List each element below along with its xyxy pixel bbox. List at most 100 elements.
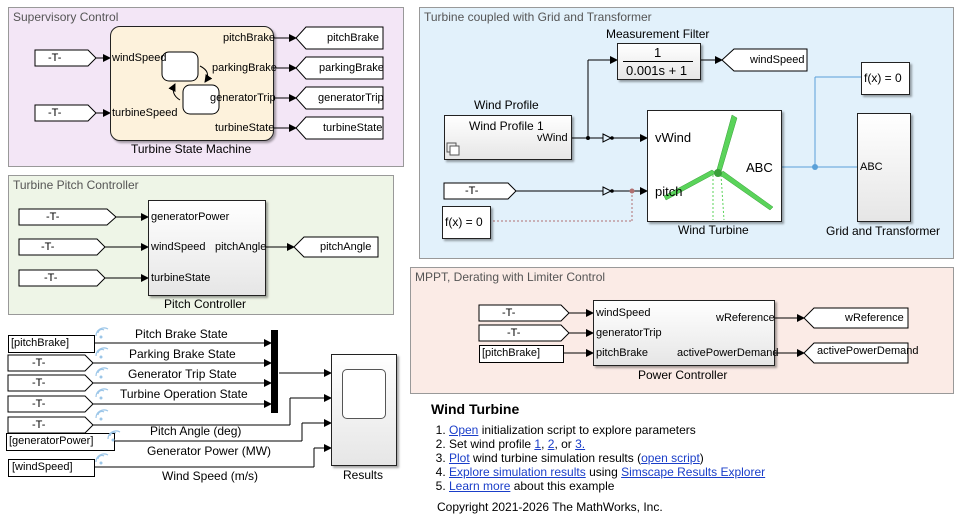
goto-windspeed-filter[interactable]: windSpeed — [750, 54, 805, 66]
grid-caption: Grid and Transformer — [826, 224, 941, 238]
wind-turbine-block[interactable] — [647, 110, 782, 222]
pc-input-windspeed: windSpeed — [151, 241, 206, 253]
from-windspeed-results[interactable] — [8, 459, 95, 477]
from-tag-turbinestate-pc[interactable]: -T- — [44, 272, 58, 284]
from-pitchbrake-results-label: [pitchBrake] — [11, 337, 70, 349]
goto-turbinestate[interactable]: turbineState — [323, 122, 383, 134]
pwc-output-activepowerdemand: activePowerDemand — [677, 347, 779, 359]
open-script-link[interactable]: open script — [641, 451, 700, 465]
mppt-area-title: MPPT, Derating with Limiter Control — [415, 270, 606, 284]
from-tag-windspeed-sm[interactable]: -T- — [48, 52, 62, 64]
goto-pitchbrake[interactable]: pitchBrake — [327, 32, 379, 44]
info-item-5: Learn more about this example — [449, 479, 811, 493]
turbine-caption: Wind Turbine — [678, 223, 749, 237]
filter-numerator: 1 — [654, 45, 662, 60]
sm-output-parkingbrake: parkingBrake — [212, 62, 277, 74]
sm-caption: Turbine State Machine — [131, 142, 252, 156]
plot-link[interactable]: Plot — [449, 451, 470, 465]
sm-input-turbinespeed: turbineSpeed — [112, 107, 178, 119]
from-generatorpower-results-label: [generatorPower] — [9, 435, 94, 447]
filter-denominator: 0.001s + 1 — [626, 63, 688, 78]
pitch-area-title: Turbine Pitch Controller — [13, 178, 139, 192]
fx-block-left[interactable] — [442, 206, 491, 239]
filter-title: Measurement Filter — [606, 27, 710, 41]
signal-generator-trip-state: Generator Trip State — [128, 367, 237, 381]
fx-block-right[interactable] — [861, 62, 910, 95]
pitch-controller-block[interactable] — [148, 200, 266, 296]
from-pitchbrake-mppt-label: [pitchBrake] — [482, 347, 541, 359]
signal-pitch-angle: Pitch Angle (deg) — [150, 424, 242, 438]
from-pitchbrake-mppt[interactable] — [479, 345, 564, 363]
from-tag-turbinespeed-sm[interactable]: -T- — [48, 107, 62, 119]
wind-profile-1-link[interactable]: 1 — [534, 437, 542, 451]
grid-transformer-block[interactable] — [857, 113, 911, 222]
from-tag-results-2[interactable]: -T- — [32, 377, 46, 389]
scope-screen-icon — [342, 369, 386, 419]
from-tag-windspeed-pc[interactable]: -T- — [41, 241, 55, 253]
info-title: Wind Turbine — [431, 401, 520, 417]
turbine-port-abc: ABC — [746, 160, 773, 175]
fx-left-label: f(x) = 0 — [445, 215, 483, 229]
explore-results-link[interactable]: Explore simulation results — [449, 465, 586, 479]
fx-right-label: f(x) = 0 — [864, 71, 902, 85]
learn-more-link[interactable]: Learn more — [449, 479, 511, 493]
wind-profile-block[interactable] — [444, 115, 572, 160]
turbine-area-title: Turbine coupled with Grid and Transforme… — [424, 10, 652, 24]
info-item-2: Set wind profile 1, 2, or 3. — [449, 437, 811, 451]
goto-activepowerdemand[interactable]: activePowerDemand — [817, 345, 919, 357]
signal-pitch-brake-state: Pitch Brake State — [135, 327, 228, 341]
pc-output-pitchangle: pitchAngle — [215, 241, 267, 253]
filter-fraction-bar — [623, 61, 693, 62]
pc-caption: Pitch Controller — [164, 297, 247, 311]
wind-profile-3-link[interactable]: 3. — [575, 437, 586, 451]
grid-port-abc: ABC — [860, 161, 883, 173]
wind-profile-port-vwind: vWind — [537, 132, 568, 144]
goto-parkingbrake[interactable]: parkingBrake — [319, 62, 384, 74]
pwc-input-generatortrip: generatorTrip — [596, 327, 662, 339]
turbine-port-vwind: vWind — [655, 130, 692, 145]
turbine-port-pitch: pitch — [655, 184, 683, 199]
pwc-input-pitchbrake: pitchBrake — [596, 347, 648, 359]
from-tag-results-4[interactable]: -T- — [32, 419, 46, 431]
wind-profile-2-link[interactable]: 2 — [547, 437, 555, 451]
goto-wreference[interactable]: wReference — [845, 312, 904, 324]
results-explorer-link[interactable]: Simscape Results Explorer — [621, 465, 766, 479]
from-tag-results-1[interactable]: -T- — [32, 357, 46, 369]
signal-parking-brake-state: Parking Brake State — [129, 347, 236, 361]
open-link[interactable]: Open — [449, 423, 479, 437]
from-tag-generatortrip-mppt[interactable]: -T- — [507, 327, 521, 339]
from-tag-results-3[interactable]: -T- — [32, 398, 46, 410]
sm-input-windspeed: windSpeed — [112, 52, 167, 64]
turbine-state-machine[interactable] — [110, 26, 274, 141]
pwc-input-windspeed: windSpeed — [596, 307, 651, 319]
from-tag-pitch[interactable]: -T- — [465, 185, 479, 197]
from-pitchbrake-results[interactable] — [8, 335, 95, 353]
sm-output-pitchbrake: pitchBrake — [223, 32, 275, 44]
signal-generator-power: Generator Power (MW) — [147, 444, 272, 458]
from-generatorpower-results[interactable] — [6, 433, 115, 451]
goto-generatortrip[interactable]: generatorTrip — [318, 92, 384, 104]
info-item-3: Plot wind turbine simulation results (op… — [449, 451, 811, 465]
info-item-1: Open initialization script to explore pa… — [449, 423, 811, 437]
wind-profile-title: Wind Profile — [474, 98, 539, 112]
from-tag-generatorpower[interactable]: -T- — [46, 211, 60, 223]
pwc-caption: Power Controller — [638, 368, 728, 382]
wind-profile-block-label: Wind Profile 1 — [469, 119, 544, 133]
signal-turbine-operation-state: Turbine Operation State — [120, 387, 248, 401]
pc-input-turbinestate: turbineState — [151, 272, 211, 284]
signal-wind-speed: Wind Speed (m/s) — [162, 469, 259, 483]
goto-pitchangle[interactable]: pitchAngle — [320, 241, 372, 253]
copyright: Copyright 2021-2026 The MathWorks, Inc. — [437, 500, 663, 514]
sm-output-generatortrip: generatorTrip — [210, 92, 276, 104]
supervisory-area-title: Supervisory Control — [13, 10, 119, 24]
power-controller-block[interactable] — [593, 300, 775, 366]
sm-output-turbinestate: turbineState — [215, 122, 275, 134]
results-caption: Results — [343, 468, 384, 482]
from-tag-windspeed-mppt[interactable]: -T- — [502, 307, 516, 319]
